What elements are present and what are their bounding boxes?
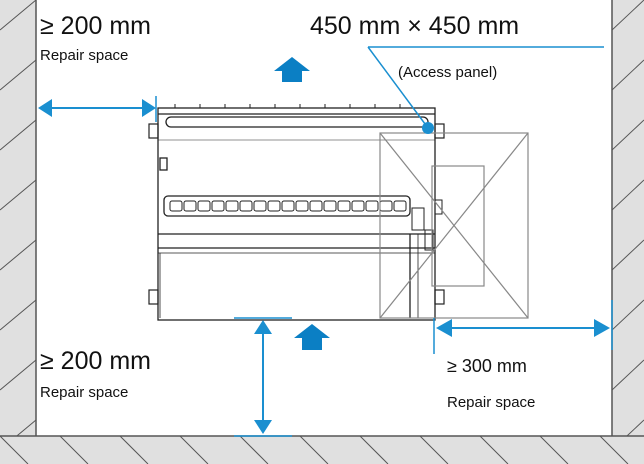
access-panel-size-label: 450 mm × 450 mm — [310, 12, 520, 40]
access-panel-caption: (Access panel) — [398, 64, 498, 81]
dimension-top-left — [38, 96, 157, 122]
airflow-arrow-up-icon — [294, 324, 330, 350]
indoor-unit — [148, 104, 445, 321]
dimension-bottom — [234, 317, 292, 437]
dimension-right — [433, 300, 613, 354]
bottom-left-repair-caption: Repair space — [40, 384, 129, 401]
top-left-repair-caption: Repair space — [40, 47, 129, 64]
right-clearance-label: ≥ 300 mm — [447, 356, 527, 376]
right-wall — [611, 0, 644, 436]
right-repair-caption: Repair space — [447, 394, 536, 411]
airflow-arrow-up-icon — [274, 57, 310, 82]
left-wall — [0, 0, 37, 436]
access-dot-icon — [422, 122, 434, 134]
bottom-left-clearance-label: ≥ 200 mm — [40, 347, 151, 375]
floor — [0, 435, 644, 464]
access-panel-leader — [367, 46, 604, 129]
access-panel — [379, 132, 529, 319]
top-left-clearance-label: ≥ 200 mm — [40, 12, 151, 40]
